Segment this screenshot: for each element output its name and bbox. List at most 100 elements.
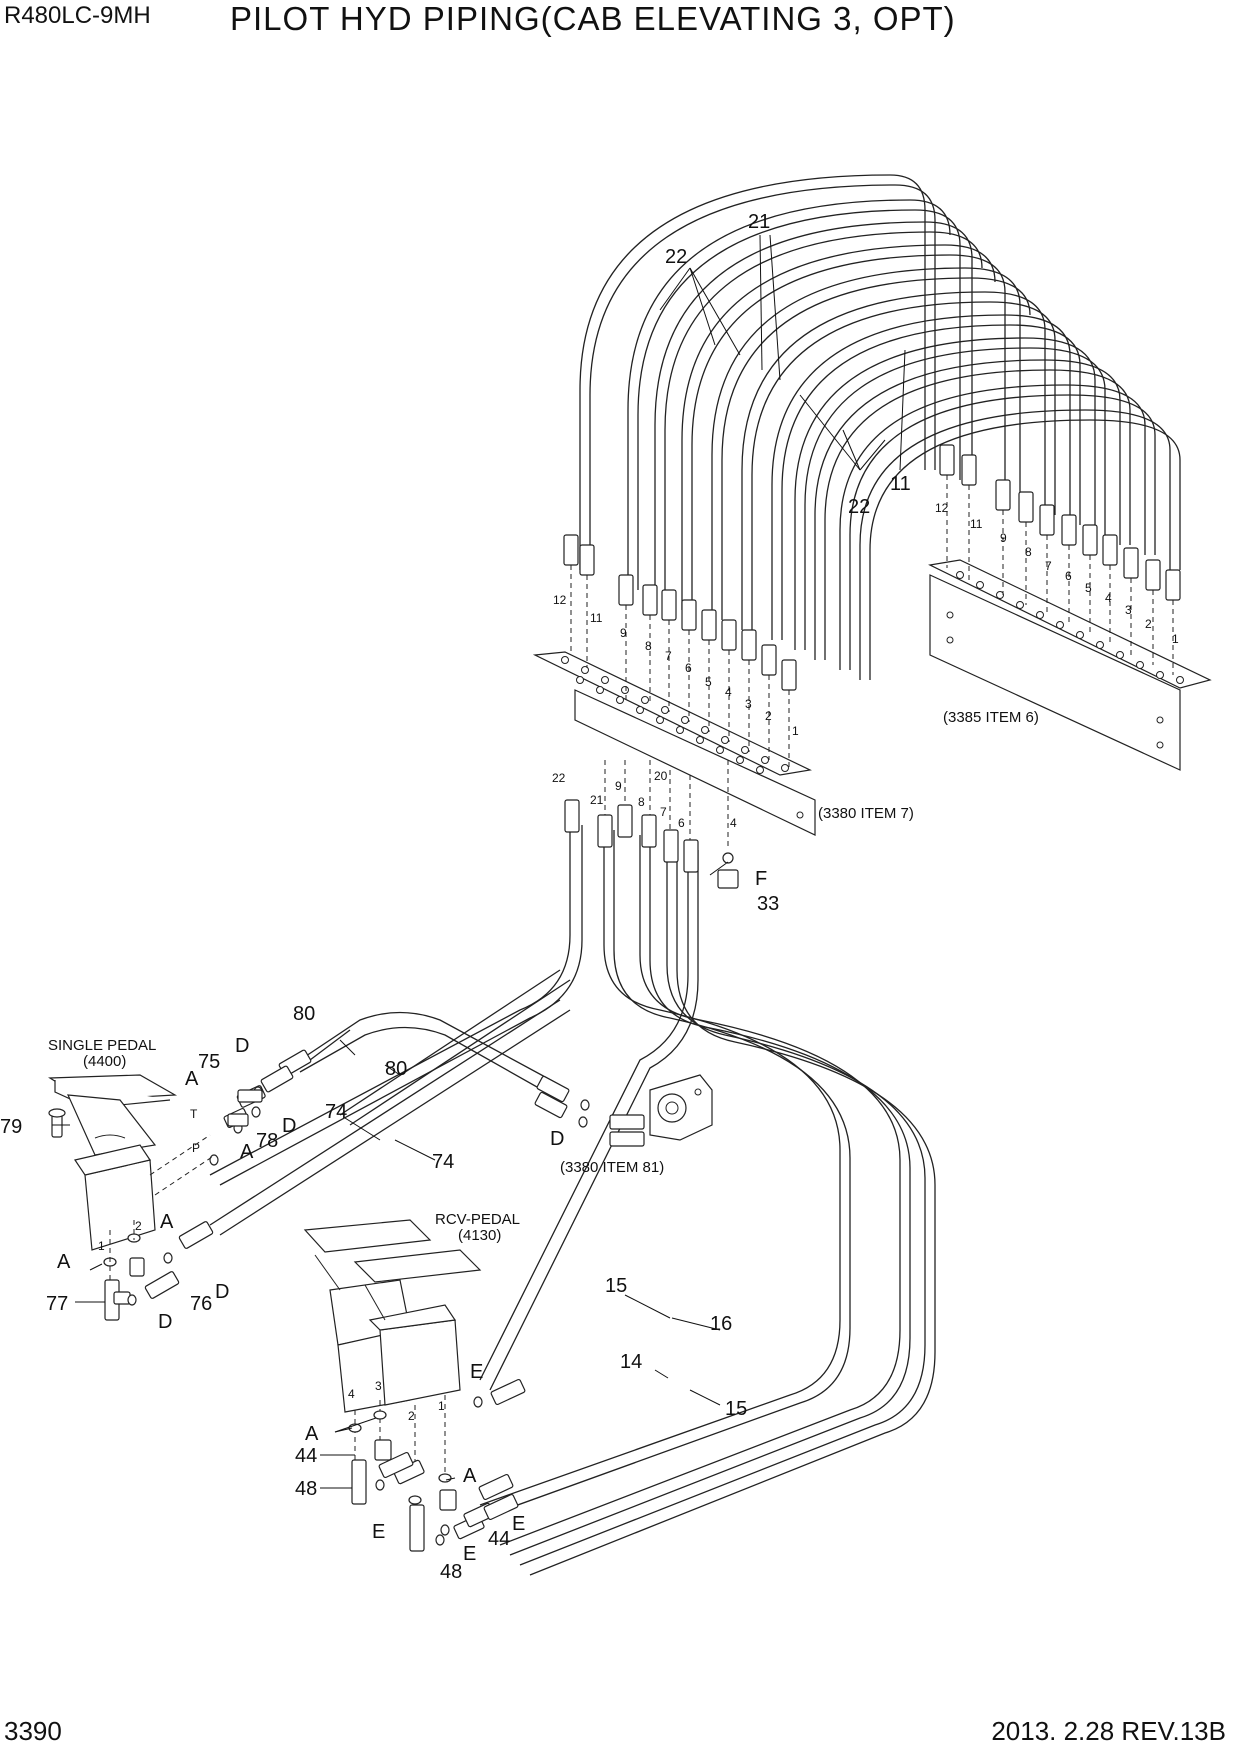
upper-left-fittings [563, 534, 797, 691]
mounting-plate-item7 [532, 651, 816, 836]
callout-T: T [190, 1107, 198, 1121]
single-pedal-fittings [103, 1089, 263, 1321]
callout-3-rcv: 3 [375, 1379, 382, 1393]
callout-5-left: 5 [705, 675, 712, 689]
callout-4-left: 4 [725, 685, 732, 699]
single-pedal-4400 [48, 1074, 178, 1251]
callout-75: 75 [198, 1051, 220, 1073]
callout-78: 78 [256, 1130, 278, 1152]
callout-6-low: 6 [678, 816, 685, 830]
callout-3-right: 3 [1125, 603, 1132, 617]
callout-22-right: 22 [848, 496, 870, 518]
callout-E1: E [470, 1361, 483, 1383]
callout-5-right: 5 [1085, 581, 1092, 595]
callout-2-rcv: 2 [408, 1409, 415, 1423]
page-number: 3390 [4, 1716, 62, 1746]
callout-8-low: 8 [638, 795, 645, 809]
model-number: R480LC-9MH [4, 2, 151, 29]
callout-2-right: 2 [1145, 617, 1152, 631]
callout-9-low: 9 [615, 779, 622, 793]
callout-33: 33 [757, 893, 779, 915]
callout-44-a: 44 [295, 1445, 317, 1467]
callout-80-b: 80 [385, 1058, 407, 1080]
callout-7-right: 7 [1045, 559, 1052, 573]
callout-11-right: 11 [970, 517, 983, 531]
callout-P: P [192, 1141, 200, 1155]
callout-F: F [755, 868, 767, 890]
callout-22-top: 22 [665, 246, 687, 268]
callout-A5: A [305, 1423, 319, 1445]
callout-E2: E [372, 1521, 385, 1543]
callout-12-right: 12 [935, 501, 949, 515]
note-3380-item81: (3380 ITEM 81) [560, 1159, 664, 1176]
callout-76: 76 [190, 1293, 212, 1315]
leader-lines [52, 234, 906, 1489]
callout-11-left: 11 [590, 611, 603, 625]
assembly-lines-upper [570, 475, 1174, 850]
reference-notes: (3385 ITEM 6) (3380 ITEM 7) (3380 ITEM 8… [48, 709, 1039, 1244]
callout-21: 21 [748, 211, 770, 233]
callout-E4: E [463, 1543, 476, 1565]
callout-11: 11 [890, 473, 911, 495]
callout-15-a: 15 [605, 1275, 627, 1297]
clamp-item81 [578, 1074, 713, 1147]
callout-A6: A [463, 1465, 477, 1487]
callout-D4: D [158, 1311, 172, 1333]
callout-9-left: 9 [620, 626, 627, 640]
callout-2-pedal: 2 [135, 1219, 142, 1233]
callout-4-right: 4 [1105, 591, 1112, 605]
hoses-74 [144, 969, 571, 1299]
callout-44-b: 44 [488, 1528, 510, 1550]
callout-4-low: 4 [730, 816, 737, 830]
callout-1-rcv: 1 [438, 1399, 445, 1413]
rcv-pedal-fittings [348, 1378, 526, 1552]
callout-6-left: 6 [685, 661, 692, 675]
note-3385-item6: (3385 ITEM 6) [943, 709, 1039, 726]
callout-labels: 21 22 22 11 12 11 9 8 7 6 5 4 3 2 1 12 1… [0, 211, 1179, 1583]
callout-3-left: 3 [745, 697, 752, 711]
callout-80-a: 80 [293, 1003, 315, 1025]
callout-D5: D [215, 1281, 229, 1303]
callout-77: 77 [46, 1293, 68, 1315]
callout-7-left: 7 [665, 649, 672, 663]
callout-6-right: 6 [1065, 569, 1072, 583]
callout-7-low: 7 [660, 805, 667, 819]
rcv-pedal-name: RCV-PEDAL [435, 1211, 520, 1228]
callout-8-right: 8 [1025, 545, 1032, 559]
page-title: PILOT HYD PIPING(CAB ELEVATING 3, OPT) [230, 0, 956, 37]
single-pedal-ref: (4400) [83, 1053, 126, 1070]
callout-1-left: 1 [792, 724, 799, 738]
callout-12-left: 12 [553, 593, 567, 607]
callout-8-left: 8 [645, 639, 652, 653]
callout-A3: A [160, 1211, 174, 1233]
callout-14: 14 [620, 1351, 642, 1373]
callout-4-rcv: 4 [348, 1387, 355, 1401]
callout-48-a: 48 [295, 1478, 317, 1500]
upper-hose-bundle [579, 174, 1181, 680]
callout-20-low: 20 [654, 769, 668, 783]
revision-date: 2013. 2.28 REV.13B [991, 1716, 1226, 1746]
callout-D3: D [550, 1128, 564, 1150]
rcv-pedal-4130 [303, 1219, 482, 1413]
callout-79: 79 [0, 1116, 22, 1138]
callout-16: 16 [710, 1313, 732, 1335]
callout-22-low: 22 [552, 771, 566, 785]
callout-15-b: 15 [725, 1398, 747, 1420]
callout-A2: A [240, 1141, 254, 1163]
callout-2-left: 2 [765, 709, 772, 723]
lower-plate-fittings [564, 760, 739, 889]
callout-1-pedal: 1 [98, 1239, 105, 1253]
callout-D2: D [282, 1115, 296, 1137]
rcv-pedal-ref: (4130) [458, 1227, 501, 1244]
callout-A1: A [185, 1068, 199, 1090]
callout-48-b: 48 [440, 1561, 462, 1583]
callout-1-right: 1 [1172, 632, 1179, 646]
callout-74-a: 74 [325, 1101, 347, 1123]
callout-74-b: 74 [432, 1151, 454, 1173]
lower-hose-bundle [209, 825, 936, 1576]
upper-right-fittings [939, 444, 1181, 601]
callout-D1: D [235, 1035, 249, 1057]
callout-9-right: 9 [1000, 531, 1007, 545]
